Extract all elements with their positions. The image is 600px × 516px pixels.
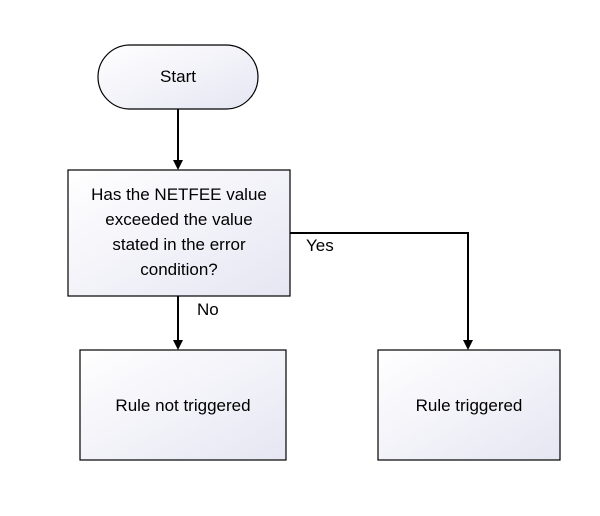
decision-line-2: exceeded the value bbox=[105, 210, 252, 229]
triggered-node: Rule triggered bbox=[377, 349, 561, 461]
decision-line-1: Has the NETFEE value bbox=[91, 185, 267, 204]
not-triggered-label: Rule not triggered bbox=[115, 396, 250, 415]
edge-label-no: No bbox=[197, 300, 219, 319]
decision-line-4: condition? bbox=[140, 260, 218, 279]
decision-line-3: stated in the error bbox=[112, 235, 246, 254]
start-node: Start bbox=[97, 44, 259, 110]
edge-label-yes: Yes bbox=[306, 236, 334, 255]
start-label: Start bbox=[160, 67, 196, 86]
triggered-label: Rule triggered bbox=[416, 396, 523, 415]
decision-node: Has the NETFEE value exceeded the value … bbox=[67, 169, 291, 297]
edge-decision-yes bbox=[290, 232, 473, 350]
triggered-shape bbox=[377, 349, 561, 461]
not-triggered-node: Rule not triggered bbox=[79, 349, 287, 461]
not-triggered-shape bbox=[79, 349, 287, 461]
decision-shape bbox=[67, 169, 291, 297]
